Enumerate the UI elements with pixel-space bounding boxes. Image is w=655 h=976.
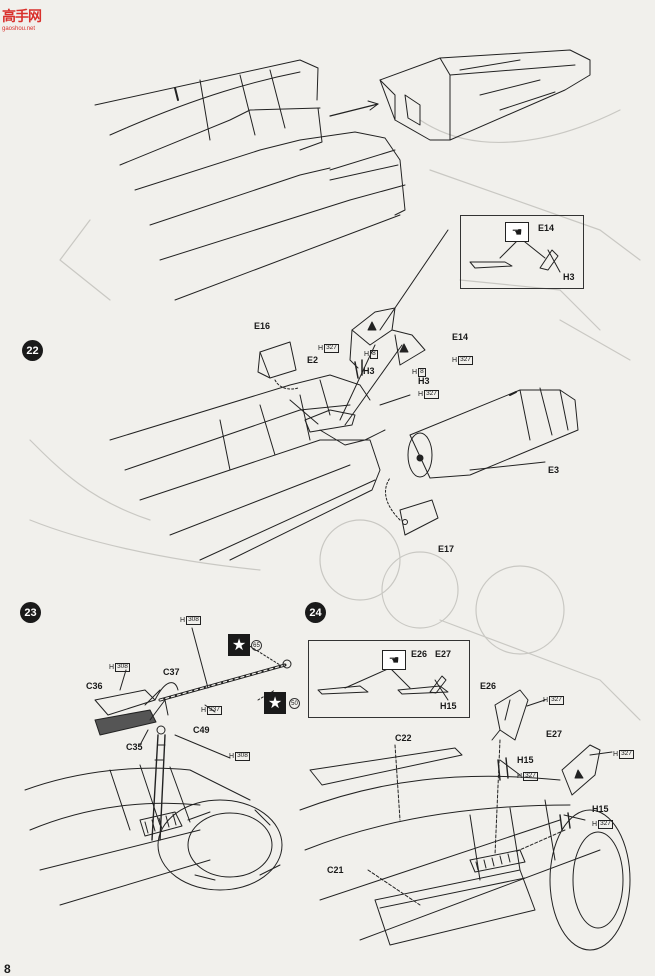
watermark-logo: 高手网 gaoshou.net [2,8,42,32]
part-label: H3 [418,376,430,386]
part-label: H15 [440,701,457,711]
bleed-through-art [29,109,641,721]
step22-detail-inset [460,215,584,289]
step-number-24: 24 [305,602,326,623]
part-label: C21 [327,865,344,875]
hand-arrow-icon: ☚ [382,650,406,670]
part-label: E17 [438,544,455,554]
step-number-23: 23 [20,602,41,623]
hand-arrow-icon: ☚ [505,222,529,242]
star-decal-icon: ★ [228,634,250,656]
step24-inset-art [317,667,449,701]
part-label: E14 [452,332,469,342]
page-number: 8 [4,962,11,976]
part-label: H3 [563,272,575,282]
part-label: E2 [307,355,319,365]
decal-number: 50 [289,698,300,709]
part-label: C36 [86,681,103,691]
top-fuselage-art [94,49,591,301]
part-label: E14 [538,223,555,233]
part-label: E3 [548,465,560,475]
part-label: H15 [517,755,534,765]
part-label: E27 [435,649,452,659]
step23-art [24,627,292,906]
part-label: E26 [480,681,497,691]
part-label: C35 [126,742,143,752]
part-label: C37 [163,667,180,677]
part-label: C49 [193,725,210,735]
step-number-22: 22 [22,340,43,361]
decal-number: 65 [251,640,262,651]
step22-fuselage-art [109,229,579,561]
part-label: E27 [546,729,563,739]
part-label: E16 [254,321,271,331]
step24-art [299,689,631,951]
part-label: C22 [395,733,412,743]
part-label: H15 [592,804,609,814]
part-label: H3 [363,366,375,376]
step24-detail-inset [308,640,470,718]
part-label: E26 [411,649,428,659]
star-decal-icon: ★ [264,692,286,714]
